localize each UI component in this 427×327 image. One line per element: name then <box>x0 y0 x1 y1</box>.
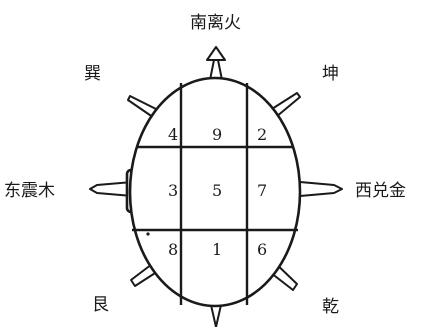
cell-bottom-center: 1 <box>212 240 222 259</box>
label-gen: 艮 <box>92 295 109 315</box>
leg-right <box>300 182 342 196</box>
cell-middle-right: 7 <box>257 181 267 200</box>
tail-arrow <box>211 305 221 327</box>
label-east: 东震木 <box>4 181 55 201</box>
label-kun: 坤 <box>322 64 339 84</box>
turtle-head <box>207 47 225 80</box>
cell-middle-center: 5 <box>212 181 222 200</box>
bottom-left-dot <box>146 232 149 235</box>
label-south: 南离火 <box>190 13 241 33</box>
turtle-tail <box>211 305 221 327</box>
cell-top-right: 2 <box>257 125 267 144</box>
cell-top-center: 9 <box>212 125 222 144</box>
label-qian: 乾 <box>322 297 339 317</box>
label-west: 西兑金 <box>355 181 406 201</box>
cell-bottom-left: 8 <box>168 240 178 259</box>
cell-middle-left: 3 <box>168 181 178 200</box>
head-arrow-tip <box>207 47 225 60</box>
cell-top-left: 4 <box>168 125 178 144</box>
cell-bottom-right: 6 <box>257 240 267 259</box>
label-xun: 巽 <box>84 64 101 84</box>
